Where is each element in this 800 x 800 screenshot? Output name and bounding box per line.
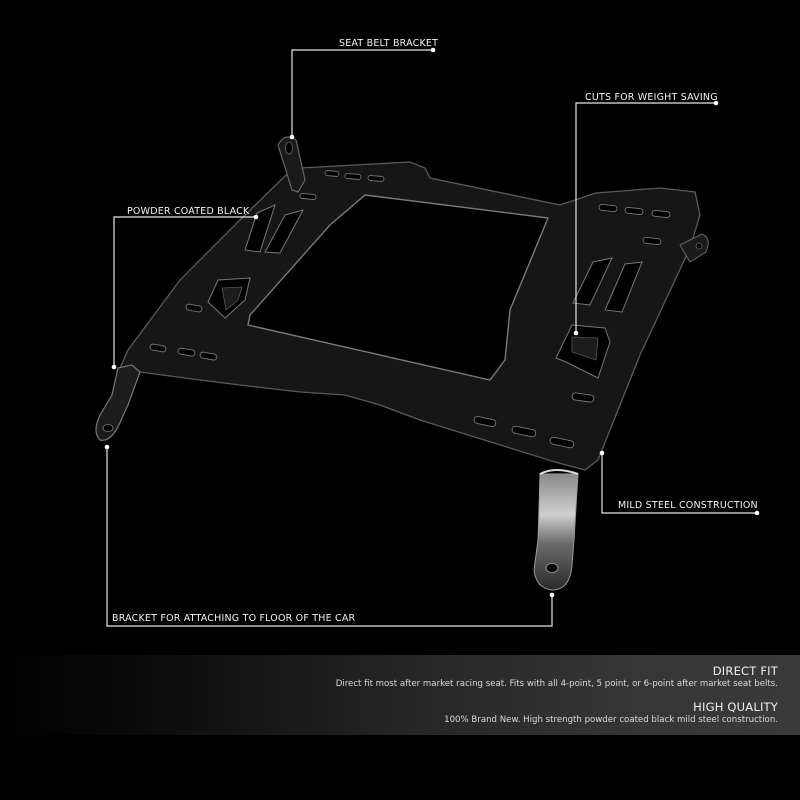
- right-side-tab: [679, 233, 709, 263]
- callout-line-mild-steel: [601, 453, 757, 514]
- callout-line-seat-belt: [291, 49, 433, 137]
- feature-description: 100% Brand New. High strength powder coa…: [444, 715, 778, 725]
- feature-direct-fit: DIRECT FIT Direct fit most after market …: [336, 664, 778, 690]
- callout-line-powder: [113, 216, 256, 367]
- callout-seat-belt-bracket: SEAT BELT BRACKET: [339, 38, 439, 49]
- callout-line-bracket-floor: [106, 447, 553, 627]
- left-floor-bracket: [95, 364, 141, 441]
- callout-line-cuts: [575, 102, 716, 333]
- right-floor-bracket: [533, 469, 579, 591]
- feature-title: DIRECT FIT: [712, 664, 778, 678]
- callout-bracket-floor: BRACKET FOR ATTACHING TO FLOOR OF THE CA…: [112, 613, 356, 624]
- callout-cuts-for-weight-saving: CUTS FOR WEIGHT SAVING: [585, 92, 718, 103]
- callout-dots: [104, 47, 760, 598]
- feature-band: DIRECT FIT Direct fit most after market …: [0, 655, 800, 735]
- feature-title: HIGH QUALITY: [693, 700, 778, 714]
- callout-mild-steel-construction: MILD STEEL CONSTRUCTION: [618, 500, 758, 511]
- bracket-frame: [119, 161, 701, 471]
- seat-bracket-illustration: [95, 47, 760, 627]
- callout-lines: [106, 49, 757, 627]
- feature-description: Direct fit most after market racing seat…: [335, 679, 778, 689]
- feature-high-quality: HIGH QUALITY 100% Brand New. High streng…: [444, 700, 778, 726]
- callout-powder-coated-black: POWDER COATED BLACK: [127, 206, 250, 217]
